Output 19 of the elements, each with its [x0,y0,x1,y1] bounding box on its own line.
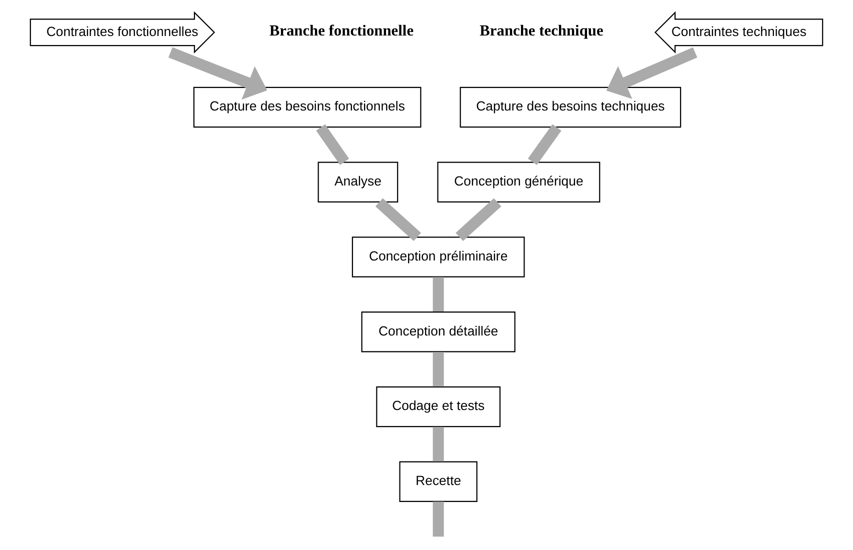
node-box: Conception générique [437,162,600,202]
node-box: Conception détaillée [361,312,516,352]
connector [456,198,502,241]
connector [432,277,444,312]
label: Branche fonctionnelle [269,22,414,40]
node-box: Capture des besoins fonctionnels [193,86,422,128]
node-box: Analyse [318,162,398,202]
connector [528,124,562,165]
node-box: Codage et tests [376,386,501,428]
connector [316,124,350,165]
connector [375,198,422,241]
node-box: Conception préliminaire [352,236,525,278]
node-box: Capture des besoins techniques [460,86,682,128]
connector [432,352,444,386]
connector [432,426,444,462]
connector [432,502,444,537]
label: Branche technique [480,22,604,40]
arrow [168,47,268,100]
node-box: Recette [399,461,478,502]
